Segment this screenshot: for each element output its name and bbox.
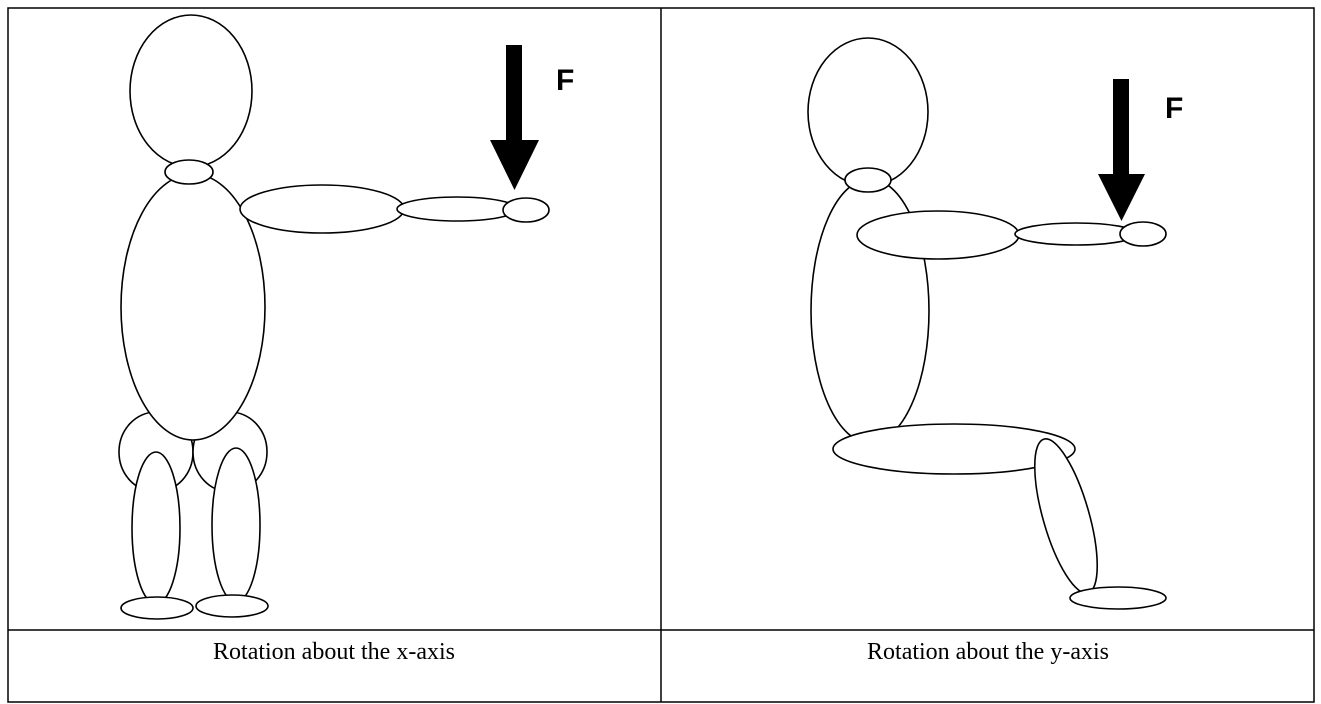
force-label-left: F [556,64,574,97]
force-label-right: F [1165,92,1183,125]
neck [164,159,214,185]
standing-figure [118,14,550,620]
right-shin [211,447,261,603]
force-arrow-left [490,45,539,190]
caption-left: Rotation about the x-axis [213,639,455,665]
upper-arm [239,184,405,234]
head [807,37,929,187]
neck [844,167,892,193]
hand [502,197,550,223]
force-arrow-right [1098,79,1145,221]
left-foot [120,596,194,620]
caption-right: Rotation about the y-axis [867,639,1109,665]
left-shin [131,451,181,605]
table-grid [7,7,1315,703]
upper-arm [856,210,1020,260]
forearm [1014,222,1138,246]
seated-figure [807,37,1167,610]
foot [1069,586,1167,610]
right-foot [195,594,269,618]
hand [1119,221,1167,247]
forearm [396,196,518,222]
thigh [832,423,1076,475]
head [129,14,253,168]
shin [1033,438,1099,594]
